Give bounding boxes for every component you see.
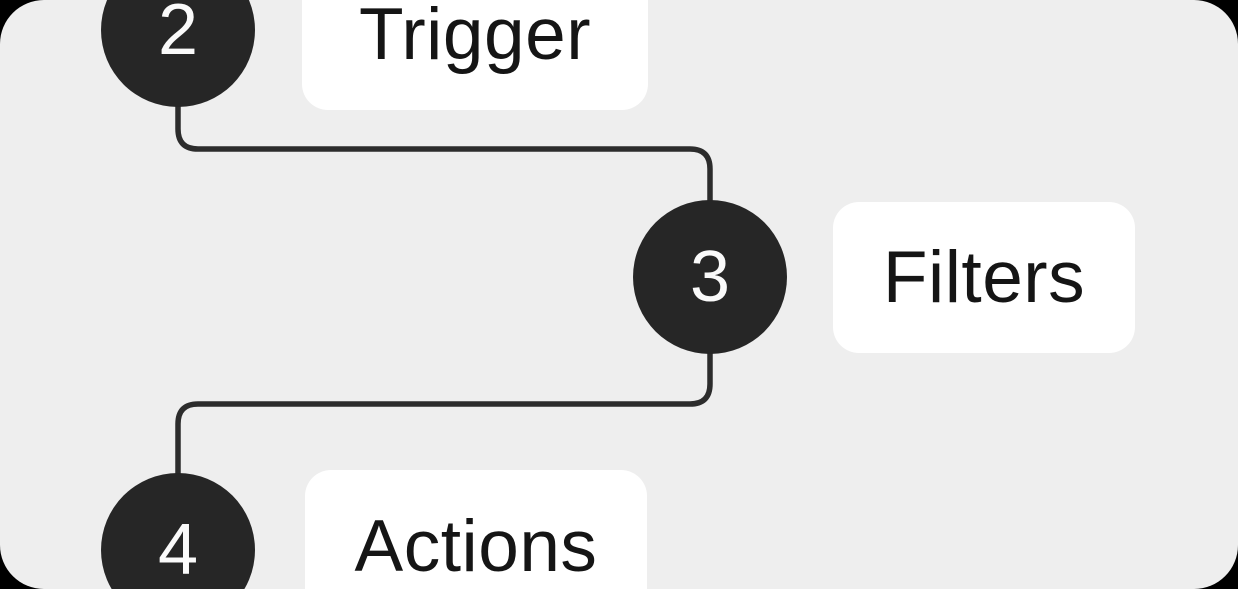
step-card-filters[interactable]: Filters <box>833 202 1135 353</box>
step-circle-4[interactable]: 4 <box>101 473 255 589</box>
step-label: Filters <box>882 237 1086 318</box>
step-number: 3 <box>689 237 731 317</box>
step-number: 2 <box>157 0 199 70</box>
step-label: Actions <box>354 505 598 587</box>
step-circle-2[interactable]: 2 <box>101 0 255 107</box>
step-circle-3[interactable]: 3 <box>633 200 787 354</box>
step-label: Trigger <box>358 0 592 75</box>
connector-step3-to-step4 <box>175 277 713 550</box>
step-card-actions[interactable]: Actions <box>305 470 647 589</box>
step-number: 4 <box>157 510 199 589</box>
connector-step2-to-step3 <box>175 0 713 277</box>
step-card-trigger[interactable]: Trigger <box>302 0 648 110</box>
